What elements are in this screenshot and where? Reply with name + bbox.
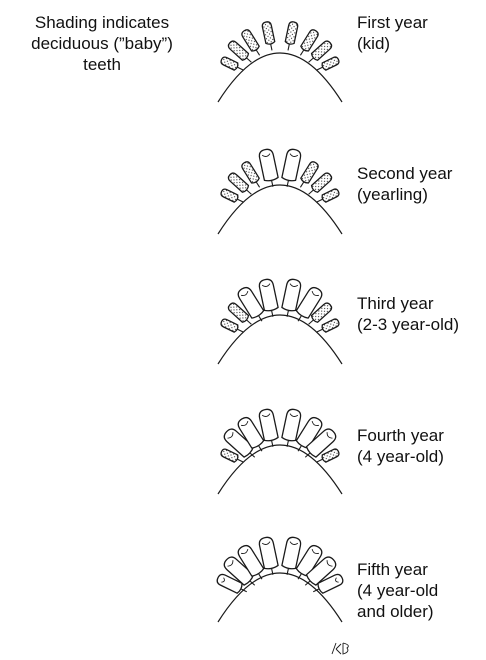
caption-fifth-line-3: and older): [357, 601, 438, 622]
caption-second: Second year(yearling): [357, 163, 452, 205]
gum-line: [218, 53, 342, 102]
caption-third: Third year(2-3 year-old): [357, 293, 459, 335]
permanent-incisor: [258, 148, 280, 188]
caption-fifth: Fifth year(4 year-oldand older): [357, 559, 438, 622]
caption-first: First year(kid): [357, 12, 428, 54]
caption-fifth-line-1: Fifth year: [357, 559, 438, 580]
caption-second-line-1: Second year: [357, 163, 452, 184]
permanent-incisor: [280, 148, 302, 188]
dental-arch-fifth: [220, 520, 350, 652]
gum-line: [218, 445, 342, 494]
caption-fifth-line-2: (4 year-old: [357, 580, 438, 601]
caption-first-line-1: First year: [357, 12, 428, 33]
dental-arch-second: [220, 132, 350, 264]
caption-fourth-line-2: (4 year-old): [357, 446, 444, 467]
caption-third-line-2: (2-3 year-old): [357, 314, 459, 335]
caption-fourth: Fourth year(4 year-old): [357, 425, 444, 467]
dental-arch-third: [220, 262, 350, 394]
dental-arch-first: [220, 0, 350, 132]
caption-third-line-1: Third year: [357, 293, 459, 314]
caption-fourth-line-1: Fourth year: [357, 425, 444, 446]
gum-line: [218, 185, 342, 234]
deciduous-incisor: [284, 21, 299, 51]
dental-arch-fourth: [220, 392, 350, 524]
artist-signature: [330, 640, 354, 656]
caption-first-line-2: (kid): [357, 33, 428, 54]
deciduous-incisor: [262, 21, 277, 51]
gum-line: [218, 315, 342, 364]
caption-second-line-2: (yearling): [357, 184, 452, 205]
